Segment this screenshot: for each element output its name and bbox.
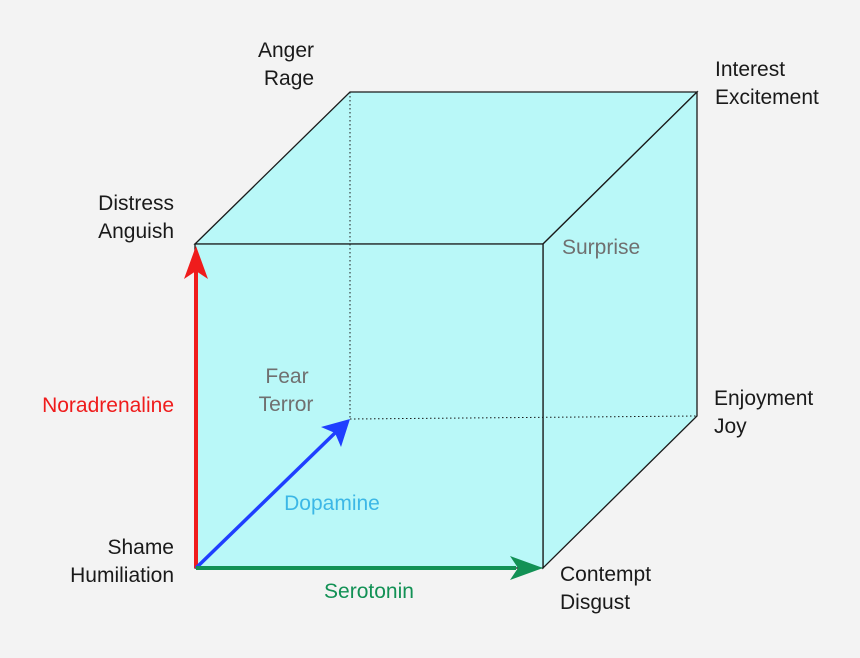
- vertex-label-enjoyment: Enjoyment: [714, 387, 813, 410]
- axis-label-noradrenaline: Noradrenaline: [42, 394, 174, 417]
- vertex-label-disgust: Disgust: [560, 591, 630, 614]
- vertex-label-surprise: Surprise: [562, 236, 640, 259]
- noradrenaline-arrow-head: [184, 246, 208, 279]
- vertex-label-fear: Fear: [265, 365, 308, 388]
- vertex-label-interest: Interest: [715, 58, 785, 81]
- vertex-label-anger: Anger: [258, 39, 314, 62]
- vertex-label-anguish: Anguish: [98, 220, 174, 243]
- dopamine-arrow-shaft: [194, 430, 338, 570]
- vertex-label-rage: Rage: [264, 67, 314, 90]
- vertex-label-distress: Distress: [98, 192, 174, 215]
- vertex-label-excitement: Excitement: [715, 86, 819, 109]
- vertex-label-terror: Terror: [259, 393, 314, 416]
- dopamine-arrow-head: [321, 419, 350, 447]
- vertex-label-humiliation: Humiliation: [70, 564, 174, 587]
- vertex-label-shame: Shame: [107, 536, 174, 559]
- serotonin-arrow-head: [510, 556, 543, 580]
- axis-label-serotonin: Serotonin: [324, 580, 414, 603]
- axis-label-dopamine: Dopamine: [284, 492, 380, 515]
- hidden-edge-horizontal: [349, 415, 698, 420]
- vertex-label-joy: Joy: [714, 415, 747, 438]
- vertex-label-contempt: Contempt: [560, 563, 651, 586]
